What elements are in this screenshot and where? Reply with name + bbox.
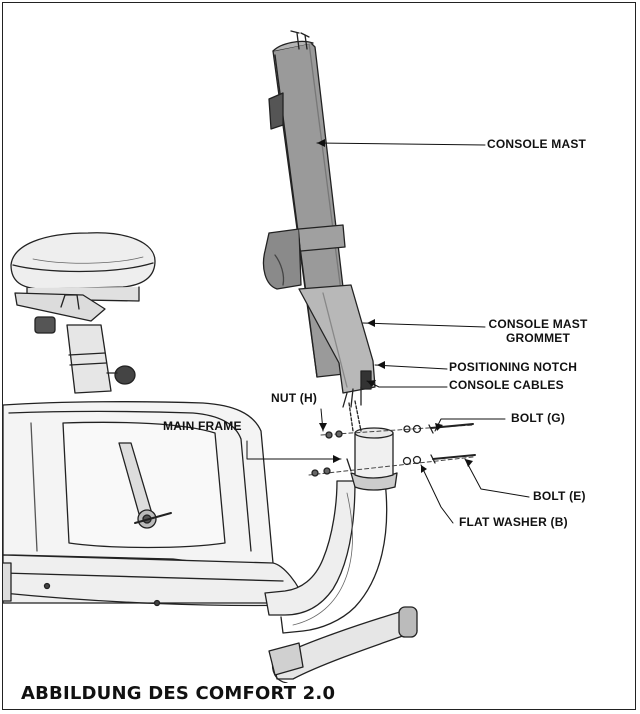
crank [118,442,172,529]
label-bolt-g: BOLT (G) [511,411,566,425]
frame-collar [350,427,398,491]
label-console-mast: CONSOLE MAST [487,137,587,151]
label-flat-washer-b: FLAT WASHER (B) [459,515,568,529]
label-console-cables: CONSOLE CABLES [449,378,564,392]
lower-base [3,554,306,607]
label-bolt-e: BOLT (E) [533,489,586,503]
bike-assembly-drawing [3,30,530,684]
seat [10,232,156,302]
front-stabilizer [268,606,418,684]
leader-lines [246,142,530,524]
mast-bracket [262,224,346,290]
label-positioning-notch: POSITIONING NOTCH [449,360,578,374]
seat-bracket [14,292,106,334]
label-console-mast-grommet: CONSOLE MAST GROMMET [488,317,588,345]
label-main-frame: MAIN FRAME [163,419,242,433]
figure-caption: ABBILDUNG DES COMFORT 2.0 [17,683,340,704]
console-cables-strands [348,400,362,432]
seat-post [66,324,136,394]
leader-arrowheads [317,139,473,473]
main-frame-tube [264,480,388,634]
console-mast-grommet [298,284,376,408]
label-nut-h: NUT (H) [271,391,318,405]
hardware [308,423,476,477]
